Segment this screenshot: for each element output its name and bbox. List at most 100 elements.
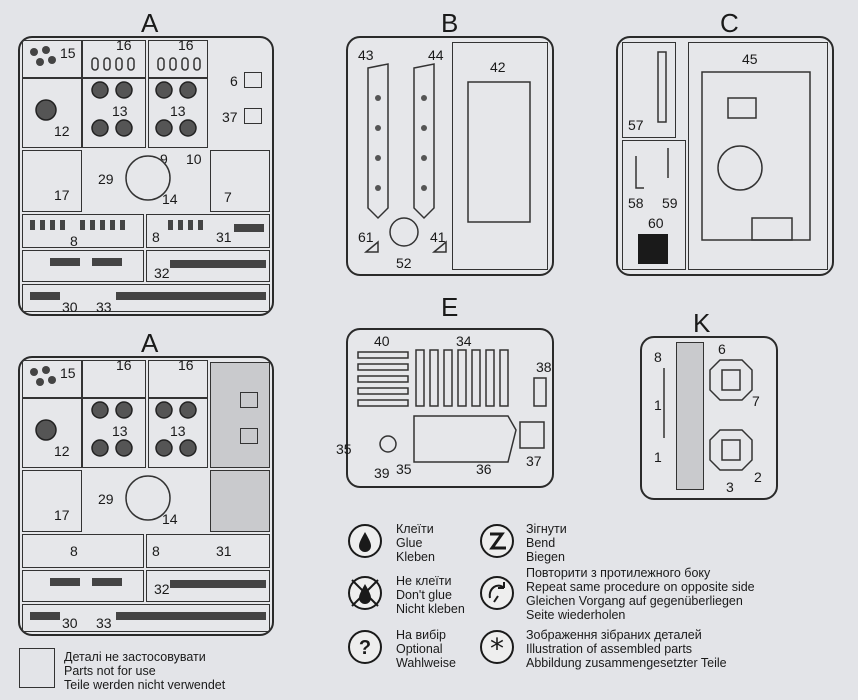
part-cell-37 [244,108,262,124]
legend-bend: Зігнути Bend Biegen [526,522,567,564]
part-label: 29 [98,491,114,507]
part-label: 16 [178,357,194,373]
legend-line: Optional [396,642,443,656]
part-cell-16b [148,360,208,398]
part-label: 30 [62,299,78,315]
sheet-a-top-parts [30,46,266,300]
legend-line: Повторити з протилежного боку [526,566,711,580]
part-label: 45 [742,51,758,67]
sheet-a-bottom: 15 16 16 12 13 13 29 17 14 8 8 31 32 30 … [18,356,274,636]
part-label: 13 [170,423,186,439]
part-label: 16 [178,37,194,53]
part-label: 37 [222,109,238,125]
part-label: 17 [54,507,70,523]
part-cell-13a [82,398,146,468]
part-label: 31 [216,543,232,559]
bend-icon [480,524,514,558]
part-label: 33 [96,615,112,631]
part-label: 8 [152,229,160,245]
legend-line: Teile werden nicht verwendet [64,678,226,692]
part-label: 32 [154,265,170,281]
part-label: 15 [60,45,76,61]
sheet-k: 6 8 1 7 1 2 3 [640,336,778,500]
part-label: 30 [62,615,78,631]
part-label: 35 [396,461,412,477]
part-label: 31 [216,229,232,245]
part-label: 52 [396,255,412,271]
part-label: 37 [526,453,542,469]
sheet-a-bottom-parts [30,366,266,620]
part-cell-30-33 [22,284,270,312]
sheet-letter-k: K [693,308,712,338]
part-label: 2 [754,469,762,485]
sheet-e-parts [357,349,547,463]
part-label: 17 [54,187,70,203]
part-label: 9 [160,151,168,167]
question-icon: ? [348,630,382,664]
legend-line: Bend [526,536,556,550]
part-cell-37-unused [240,428,258,444]
part-label: 58 [628,195,644,211]
legend-repeat: Повторити з протилежного боку Repeat sam… [526,566,755,622]
part-cell-13b [148,78,208,148]
part-label: 13 [112,423,128,439]
legend-line: Seite wiederholen [526,608,626,622]
part-label: 1 [654,449,662,465]
legend-optional: На вибір Optional Wahlweise [396,628,456,670]
part-cell-6 [244,72,262,88]
part-label: 8 [654,349,662,365]
part-label: 8 [70,543,78,559]
legend-line: Не клеїти [396,574,452,588]
part-label: 7 [752,393,760,409]
part-label: 13 [170,103,186,119]
asterisk-icon: * [480,630,514,665]
part-label: 6 [718,341,726,357]
sheet-a-top: 15 16 16 6 37 12 13 13 9 10 29 17 7 14 8… [18,36,274,316]
part-label: 33 [96,299,112,315]
legend-line: Abbildung zusammengesetzter Teile [526,656,727,670]
svg-text:?: ? [359,637,371,659]
part-label: 43 [358,47,374,63]
part-label: 44 [428,47,444,63]
sheet-letter-a-bottom: A [141,328,160,358]
legend-line: Wahlweise [396,656,456,670]
legend-line: Клеїти [396,522,434,536]
part-cell-17 [22,470,82,532]
legend-line: Repeat same procedure on opposite side [526,580,755,594]
part-cell-7-unused [210,470,270,532]
legend-not-used: Деталі не застосовувати Parts not for us… [64,650,225,692]
part-label: 38 [536,359,552,375]
part-cell-57 [622,42,676,138]
part-label: 39 [374,465,390,481]
part-label: 35 [336,441,352,457]
legend-line: Parts not for use [64,664,156,678]
part-label: 10 [186,151,202,167]
part-cell-32 [146,250,270,282]
sheet-b-parts [363,63,531,253]
part-label: 12 [54,443,70,459]
part-cell-8c [22,250,144,282]
repeat-icon [480,576,514,610]
part-label: 29 [98,171,114,187]
part-cell-15 [22,360,82,398]
part-label: 16 [116,357,132,373]
part-cell-16a [82,360,146,398]
part-label: 41 [430,229,446,245]
part-cell-8a [22,214,144,248]
part-cell-45 [688,42,828,270]
legend-line: Biegen [526,550,565,564]
part-cell-13b [148,398,208,468]
part-cell-12 [22,398,82,468]
part-cell-30-33 [22,604,270,632]
part-label: 36 [476,461,492,477]
part-label: 60 [648,215,664,231]
part-label: 14 [162,191,178,207]
part-cell-8-1 [676,342,704,490]
part-label: 59 [662,195,678,211]
legend-line: Illustration of assembled parts [526,642,693,656]
legend-no-glue: Не клеїти Don't glue Nicht kleben [396,574,465,616]
sheet-c-parts [635,51,811,241]
part-cell-8a [22,534,144,568]
part-label: 15 [60,365,76,381]
sheet-e: 40 34 38 35 39 35 36 37 [336,328,554,488]
